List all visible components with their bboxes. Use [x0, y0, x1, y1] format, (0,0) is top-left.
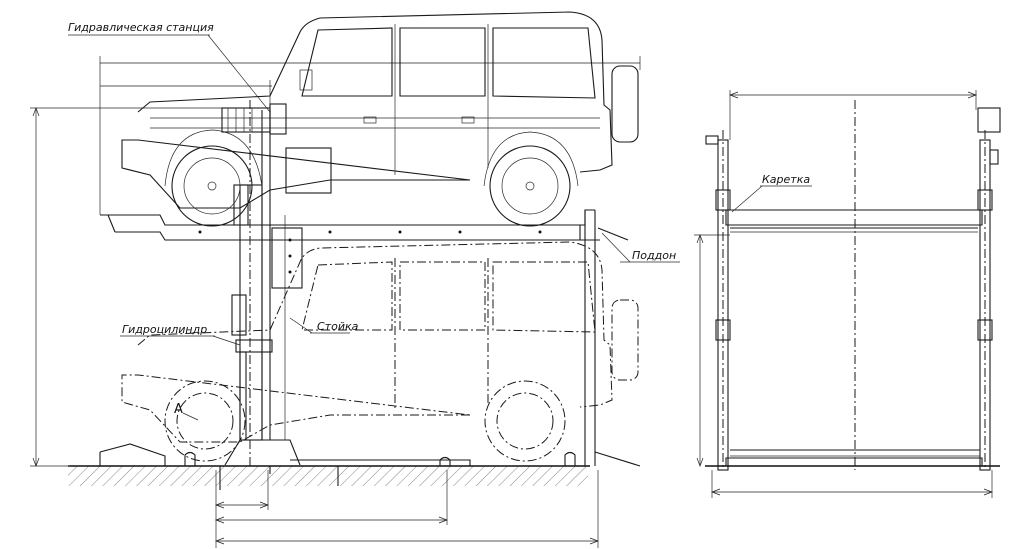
side-view: Гидравлическая станция Поддон Гидроцилин…: [30, 11, 680, 548]
top-dimensions: [99, 56, 641, 215]
hydraulic-station-unit: [221, 103, 287, 135]
callouts: [68, 34, 680, 421]
lift-post: [224, 100, 301, 466]
hydraulic-cylinder: [231, 184, 273, 441]
label-hydraulic-cylinder: Гидроцилиндр: [122, 323, 207, 336]
height-dimension: [30, 107, 270, 467]
ground-hatching: [68, 466, 588, 486]
lower-vehicle: [121, 227, 639, 462]
front-view: [694, 90, 1001, 498]
bottom-dimensions: [215, 470, 599, 548]
label-carriage: Каретка: [762, 173, 810, 186]
lower-pallet: [99, 443, 641, 490]
label-post: Стойка: [317, 320, 359, 333]
label-view-a: A: [174, 402, 183, 417]
label-hydraulic-station: Гидравлическая станция: [68, 21, 214, 34]
upper-vehicle: [121, 11, 639, 227]
upper-pallet: [100, 209, 629, 466]
label-pallet: Поддон: [632, 249, 676, 262]
